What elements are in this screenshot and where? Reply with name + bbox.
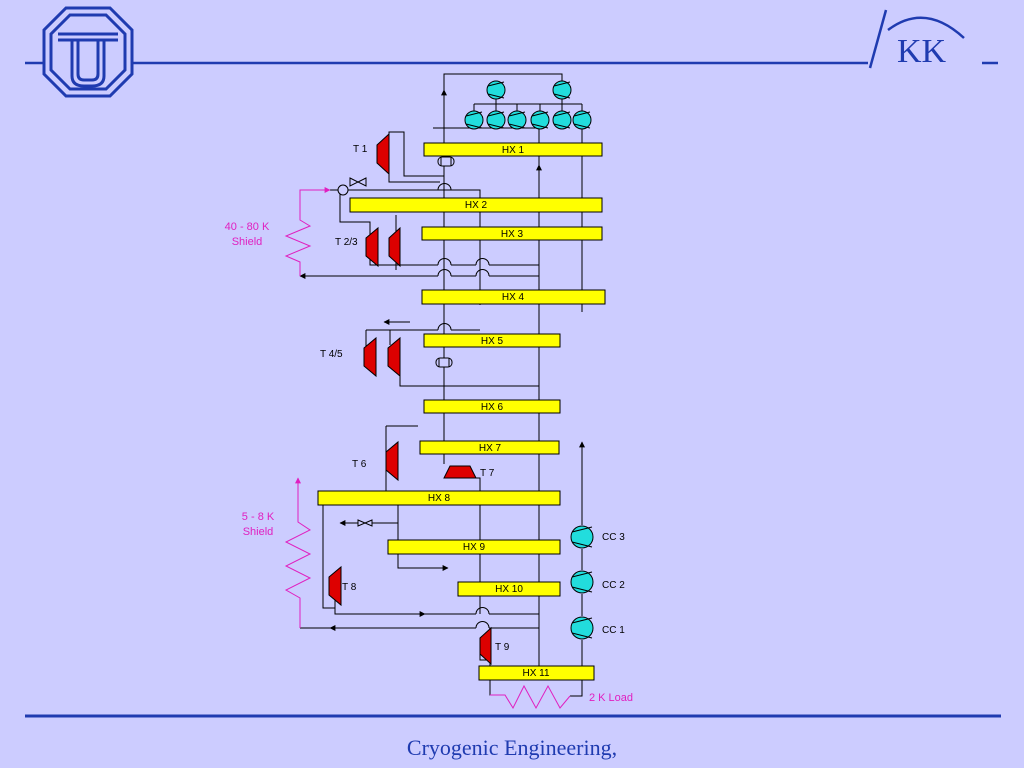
compressor-icon	[552, 80, 572, 100]
compressor-icon	[552, 110, 572, 130]
turbine-t9-label: T 9	[495, 642, 510, 653]
turbine-t1-label: T 1	[353, 144, 368, 155]
footer: Cryogenic Engineering,	[25, 714, 1001, 760]
cold-compressor-cc3: CC 3	[570, 525, 625, 549]
hx-2-label: HX 2	[465, 200, 488, 211]
turbines: T 1 T 2/3 T 4/5 T 6 T 7 T 8 T 9	[320, 132, 510, 666]
valve-hx5-icon	[435, 357, 453, 368]
hx-3-label: HX 3	[501, 229, 524, 240]
kk-logo: KK	[868, 9, 965, 70]
hx-2: HX 2	[349, 197, 603, 213]
header: KK	[25, 6, 998, 98]
shield-cold: 5 - 8 K Shield	[242, 477, 312, 628]
cc2-label: CC 2	[602, 580, 625, 591]
kk-logo-text: KK	[897, 33, 947, 70]
hx-8-label: HX 8	[428, 493, 451, 504]
cc3-label: CC 3	[602, 532, 625, 543]
shield-cold-label: Shield	[243, 526, 274, 538]
compressor-icon	[507, 110, 527, 130]
hx-4-label: HX 4	[502, 292, 525, 303]
tu-logo	[42, 6, 134, 98]
turbine-t8-label: T 8	[342, 582, 357, 593]
compressor-icon	[572, 110, 592, 130]
shield-cold-temp: 5 - 8 K	[242, 511, 275, 523]
hx-10-label: HX 10	[495, 584, 523, 595]
compressor-icon	[464, 110, 484, 130]
hx-6: HX 6	[423, 399, 561, 414]
throttle-valve-top-icon	[349, 177, 367, 187]
turbine-t6-label: T 6	[352, 459, 367, 470]
warm-compressors	[464, 80, 592, 130]
compressor-icon	[530, 110, 550, 130]
flow-lines	[300, 73, 583, 697]
footer-title: Cryogenic Engineering,	[407, 735, 617, 760]
load-label: 2 K Load	[589, 692, 633, 704]
hx-9-label: HX 9	[463, 542, 486, 553]
heat-exchangers: HX 1 HX 2 HX 3 HX 4 HX 5 HX 6 HX 7 HX 8 …	[317, 142, 606, 681]
turbine-t2-3-label: T 2/3	[335, 237, 358, 248]
hx-1: HX 1	[423, 142, 603, 157]
cold-compressors: CC 3 CC 2 CC 1	[570, 525, 625, 640]
valve-hx1-icon	[437, 156, 455, 167]
hx-7: HX 7	[419, 440, 560, 455]
hx-11: HX 11	[478, 665, 595, 681]
cc1-label: CC 1	[602, 625, 625, 636]
shield-warm: 40 - 80 K Shield	[225, 187, 331, 276]
hx-5-label: HX 5	[481, 336, 504, 347]
turbine-t9: T 9	[479, 626, 510, 666]
turbine-t7-label: T 7	[480, 468, 495, 479]
load-2k: 2 K Load	[490, 684, 633, 710]
turbine-t1: T 1	[353, 132, 390, 176]
hx-3: HX 3	[421, 226, 603, 241]
cold-compressor-cc2: CC 2	[570, 570, 625, 594]
hx-4: HX 4	[421, 289, 606, 305]
hx-8: HX 8	[317, 490, 561, 506]
turbine-t4-5: T 4/5	[320, 336, 401, 378]
turbine-t7: T 7	[443, 465, 495, 479]
throttle-valve-hx8-icon	[357, 519, 373, 527]
turbine-t4-5-label: T 4/5	[320, 349, 343, 360]
line-crossovers	[437, 183, 490, 629]
compressor-icon	[486, 110, 506, 130]
turbine-t8: T 8	[328, 565, 357, 607]
hx-6-label: HX 6	[481, 402, 504, 413]
valves	[337, 156, 455, 527]
hx-5: HX 5	[423, 333, 561, 348]
shield-warm-label: Shield	[232, 236, 263, 248]
cold-compressor-cc1: CC 1	[570, 616, 625, 640]
flow-arrows	[299, 89, 585, 631]
hx-1-label: HX 1	[502, 145, 525, 156]
hx-7-label: HX 7	[479, 443, 502, 454]
turbine-t2-3: T 2/3	[335, 226, 401, 268]
junction-icon	[337, 184, 349, 196]
hx-11-label: HX 11	[522, 668, 549, 679]
turbine-t6: T 6	[352, 440, 399, 482]
shield-warm-temp: 40 - 80 K	[225, 221, 270, 233]
hx-9: HX 9	[387, 539, 561, 555]
compressor-icon	[486, 80, 506, 100]
hx-10: HX 10	[457, 581, 561, 597]
